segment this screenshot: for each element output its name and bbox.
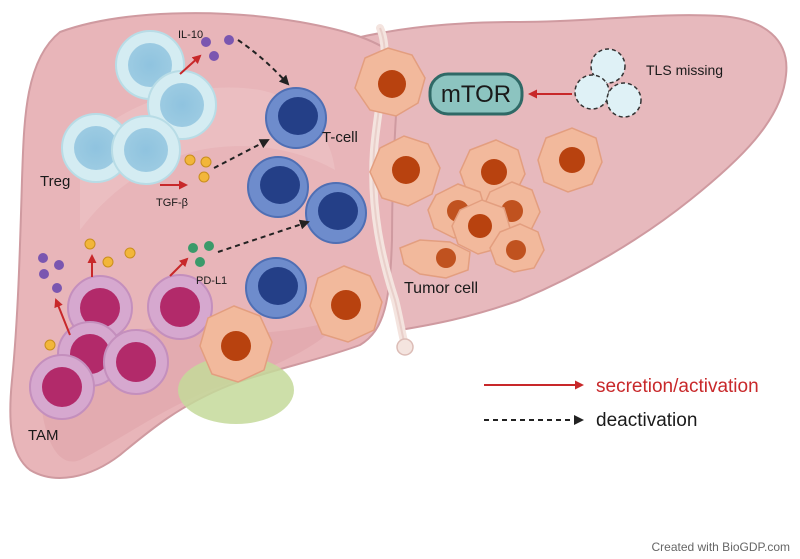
tam-label: TAM bbox=[28, 427, 59, 444]
legend: secretion/activation deactivation bbox=[484, 376, 759, 431]
footer-credit: Created with BioGDP.com bbox=[651, 540, 790, 554]
tumor-cell bbox=[399, 239, 471, 279]
legend-activation-label: secretion/activation bbox=[596, 376, 759, 397]
arrow-treg-il10 bbox=[179, 54, 202, 75]
arrow-tam-pdl1 bbox=[169, 257, 189, 277]
tumor-cell bbox=[199, 305, 273, 383]
tam-molecules bbox=[38, 238, 136, 351]
tam-cell bbox=[147, 274, 213, 340]
labels: IL-10 TGF-β Treg T-cell TLS missing Tumo… bbox=[28, 29, 723, 444]
il10-label: IL-10 bbox=[178, 29, 203, 41]
mtor-box: mTOR bbox=[428, 72, 524, 116]
tgfb-molecules bbox=[184, 154, 212, 183]
tumor-cells bbox=[199, 47, 603, 383]
t-cell bbox=[265, 87, 327, 149]
tumor-label: Tumor cell bbox=[404, 280, 478, 297]
treg-cluster bbox=[61, 30, 217, 185]
arrow-il10-tcell bbox=[237, 39, 290, 86]
tumor-cell bbox=[489, 223, 545, 273]
t-cell bbox=[305, 182, 367, 244]
tam-cell bbox=[103, 329, 169, 395]
treg-label: Treg bbox=[40, 173, 70, 190]
pdl1-molecules bbox=[188, 241, 214, 267]
il10-molecules bbox=[201, 35, 234, 61]
tls-cells bbox=[574, 48, 642, 118]
arrow-pdl1-tcell bbox=[217, 219, 310, 253]
tumor-cell bbox=[309, 265, 383, 343]
arrows bbox=[54, 39, 572, 336]
tumor-cell bbox=[369, 135, 441, 207]
legend-deactivation-label: deactivation bbox=[596, 410, 697, 431]
treg-cell bbox=[61, 113, 131, 183]
tam-cell bbox=[29, 354, 95, 420]
tumor-cell bbox=[537, 127, 603, 193]
ligament-tip bbox=[396, 338, 414, 356]
tumor-cell bbox=[354, 47, 426, 117]
pdl1-label: PD-L1 bbox=[196, 275, 227, 287]
arrow-tam-left bbox=[54, 298, 71, 336]
tls-label: TLS missing bbox=[646, 62, 723, 78]
gallbladder bbox=[178, 356, 294, 424]
tam-cluster bbox=[29, 274, 213, 420]
tcell-group bbox=[245, 87, 367, 319]
mtor-label: mTOR bbox=[441, 81, 511, 108]
t-cell bbox=[247, 156, 309, 218]
tcell-label: T-cell bbox=[322, 129, 358, 146]
t-cell bbox=[245, 257, 307, 319]
treg-cell bbox=[111, 115, 181, 185]
arrow-tgfb-tcell bbox=[213, 139, 270, 169]
tgfb-label: TGF-β bbox=[156, 197, 188, 209]
